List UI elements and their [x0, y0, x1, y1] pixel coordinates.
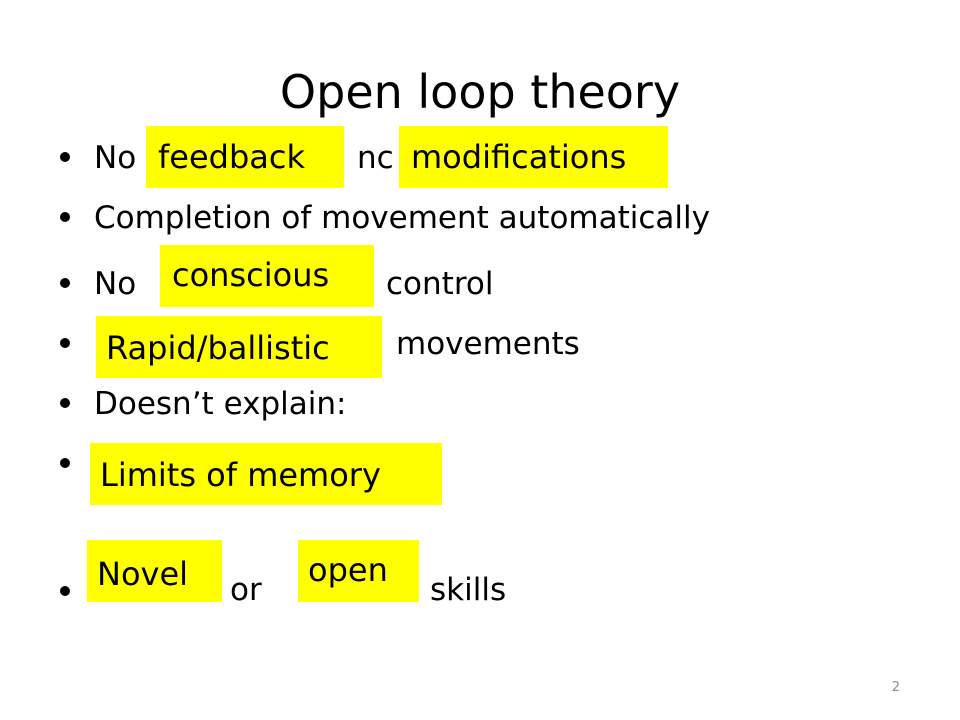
bullet-5-text: Doesn’t explain:	[94, 386, 347, 422]
blank-limits-of-memory-text: Limits of memory	[100, 456, 381, 494]
bullet-dot	[60, 458, 70, 468]
bullet-dot	[60, 586, 70, 596]
slide-number: 2	[891, 680, 900, 695]
blank-novel: Novel	[87, 540, 222, 602]
blank-rapid-ballistic: Rapid/ballistic	[96, 316, 382, 378]
bullet-2-text: Completion of movement automatically	[94, 200, 710, 236]
blank-feedback-text: feedback	[158, 138, 305, 176]
bullet-dot	[60, 398, 70, 408]
blank-limits-of-memory: Limits of memory	[90, 443, 442, 505]
bullet-dot	[60, 152, 70, 162]
bullet-dot	[60, 338, 70, 348]
blank-feedback: feedback	[146, 126, 344, 188]
bullet-1-lead: No	[94, 140, 137, 176]
blank-open: open	[298, 540, 419, 602]
blank-conscious: conscious	[160, 245, 374, 307]
bullet-7-mid: or	[230, 572, 262, 608]
blank-open-text: open	[308, 551, 388, 589]
bullet-4-tail: movements	[396, 326, 580, 362]
bullet-dot	[60, 278, 70, 288]
bullet-7-tail: skills	[430, 572, 507, 608]
blank-novel-text: Novel	[97, 555, 189, 593]
bullet-3-lead: No	[94, 266, 137, 302]
bullet-3-tail: control	[386, 266, 494, 302]
bullet-dot	[60, 212, 70, 222]
bullet-1-mid: nc	[357, 140, 394, 176]
blank-modifications: modifications	[399, 126, 668, 188]
blank-modifications-text: modifications	[411, 138, 627, 176]
blank-conscious-text: conscious	[172, 256, 330, 294]
blank-rapid-ballistic-text: Rapid/ballistic	[106, 329, 330, 367]
slide-title: Open loop theory	[279, 65, 681, 119]
